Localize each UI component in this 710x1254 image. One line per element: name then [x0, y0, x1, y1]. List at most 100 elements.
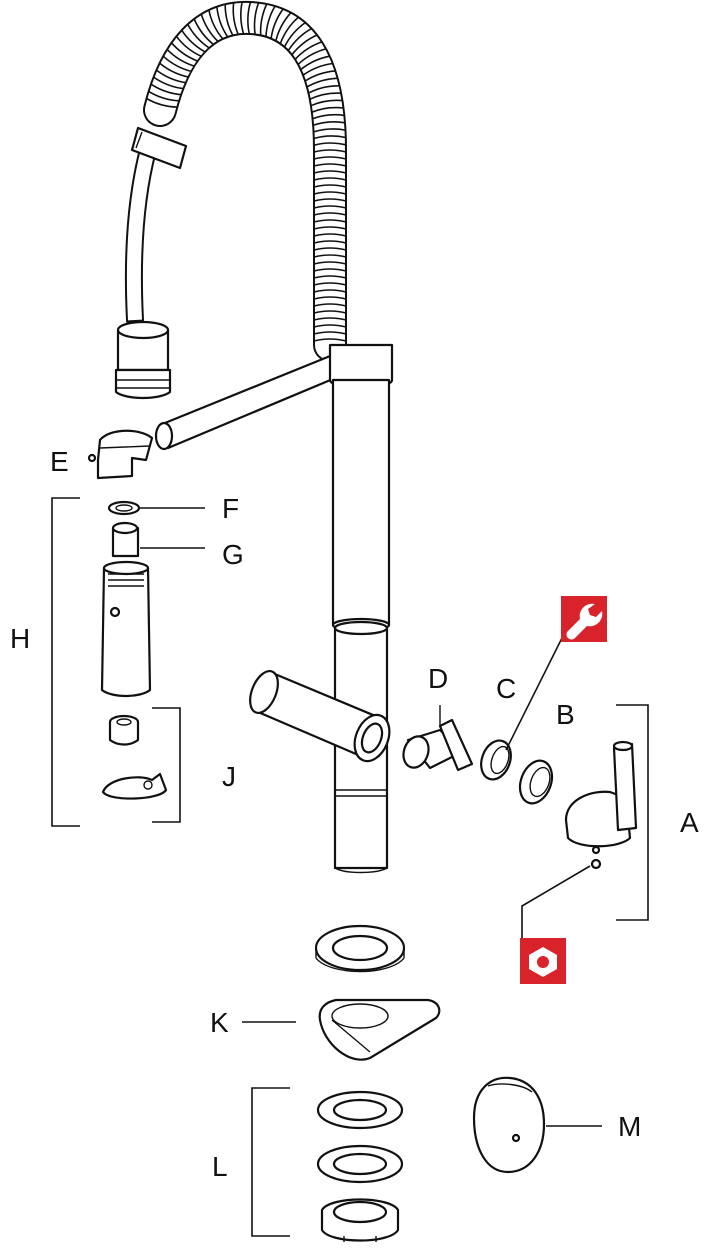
spring-coil	[146, 97, 178, 108]
spring-coils	[146, 1, 347, 342]
label-h: H	[10, 623, 30, 654]
spring-coil	[313, 268, 347, 272]
spring-coil	[313, 338, 347, 342]
label-g: G	[222, 539, 244, 570]
label-a: A	[680, 807, 699, 838]
spring-coil	[313, 170, 347, 174]
spring-coil	[313, 128, 346, 133]
part-f-washer	[107, 500, 141, 516]
spring-coil	[297, 48, 327, 65]
spring-coil	[313, 149, 347, 153]
spring-coil	[294, 41, 323, 60]
spring-coil	[170, 42, 199, 62]
spring-coil	[166, 48, 195, 67]
spring-coil	[275, 12, 292, 41]
spring-coil	[159, 62, 189, 78]
spring-coil	[313, 219, 347, 223]
spring-coil	[208, 9, 224, 40]
spring-coil	[313, 324, 347, 328]
spring-coil	[306, 77, 338, 88]
spring-coil	[300, 55, 330, 71]
spring-coil	[232, 2, 239, 35]
spring-coil	[313, 261, 347, 265]
spring-coil	[313, 254, 347, 258]
spring-coil	[313, 184, 347, 188]
spring-coil	[162, 55, 192, 73]
spring-coil	[313, 233, 347, 237]
spring-coil	[150, 83, 182, 96]
label-f: F	[222, 493, 239, 524]
spring-coil	[240, 1, 245, 35]
spring-coil	[313, 135, 346, 140]
part-m-cap	[472, 1076, 546, 1174]
wrench-icon	[566, 603, 603, 640]
spring-coil	[313, 331, 347, 335]
spring-coil	[313, 226, 347, 230]
base-washer	[314, 924, 406, 973]
label-m: M	[618, 1111, 641, 1142]
spring-coil	[313, 212, 347, 216]
spring-coil	[313, 289, 347, 293]
part-labels: E F G H J D C B A K L M	[10, 446, 699, 1182]
spring-coil	[259, 3, 268, 36]
faucet-body	[154, 343, 394, 874]
spring-coil	[313, 163, 347, 167]
spring-coil	[224, 4, 234, 36]
part-h-spray-housing	[100, 560, 152, 698]
spring-coil	[200, 13, 219, 43]
part-a-handle	[564, 740, 638, 870]
hex-nut-icon	[529, 947, 557, 977]
spring-coil	[311, 106, 344, 113]
label-j: J	[222, 761, 236, 792]
spring-coil	[313, 310, 347, 314]
spring-coil	[155, 69, 186, 84]
spring-hose	[143, 0, 347, 362]
spring-coil	[253, 2, 260, 35]
spring-coil	[313, 191, 347, 195]
spring-coil	[308, 84, 340, 94]
spring-coil	[312, 121, 346, 127]
part-b-sleeve	[518, 759, 554, 805]
spring-coil	[313, 177, 347, 181]
spring-coil	[313, 240, 347, 244]
spring-coil	[313, 317, 347, 321]
spring-coil	[181, 29, 206, 53]
spring-coil	[313, 282, 347, 286]
spring-coil	[313, 198, 347, 202]
pull-out-hose	[124, 126, 188, 329]
spring-coil	[313, 275, 347, 279]
label-k: K	[210, 1007, 229, 1038]
spring-coil	[279, 16, 299, 44]
spring-coil	[193, 18, 215, 46]
spring-coil	[313, 296, 347, 300]
part-l-mounting-set	[316, 1090, 404, 1242]
part-d-cartridge	[402, 705, 474, 772]
leader-lines	[51, 497, 649, 1237]
spring-coil	[302, 62, 333, 76]
spring-coil	[270, 8, 284, 39]
spring-coil	[313, 205, 347, 209]
part-k-base-plate	[318, 998, 441, 1061]
spray-head-connector	[114, 320, 172, 400]
spring-coil	[148, 90, 180, 102]
spring-coil	[175, 35, 202, 58]
wrench-badge	[561, 596, 607, 642]
spring-coil	[153, 76, 184, 90]
spring-coil	[310, 99, 343, 107]
spring-coil	[283, 21, 306, 48]
hex-nut-badge	[520, 938, 566, 984]
spring-coil	[265, 5, 276, 37]
spring-coil	[309, 92, 342, 101]
spring-coil	[312, 113, 345, 120]
spring-coil	[247, 1, 252, 35]
spring-coil	[186, 23, 210, 49]
part-g-nipple	[111, 521, 140, 558]
spring-coil	[313, 156, 347, 160]
spring-coil	[313, 303, 347, 307]
label-c: C	[496, 673, 516, 704]
label-l: L	[212, 1151, 228, 1182]
spring-coil	[291, 34, 318, 56]
spring-coil	[304, 70, 336, 82]
part-c-ring	[480, 739, 512, 781]
